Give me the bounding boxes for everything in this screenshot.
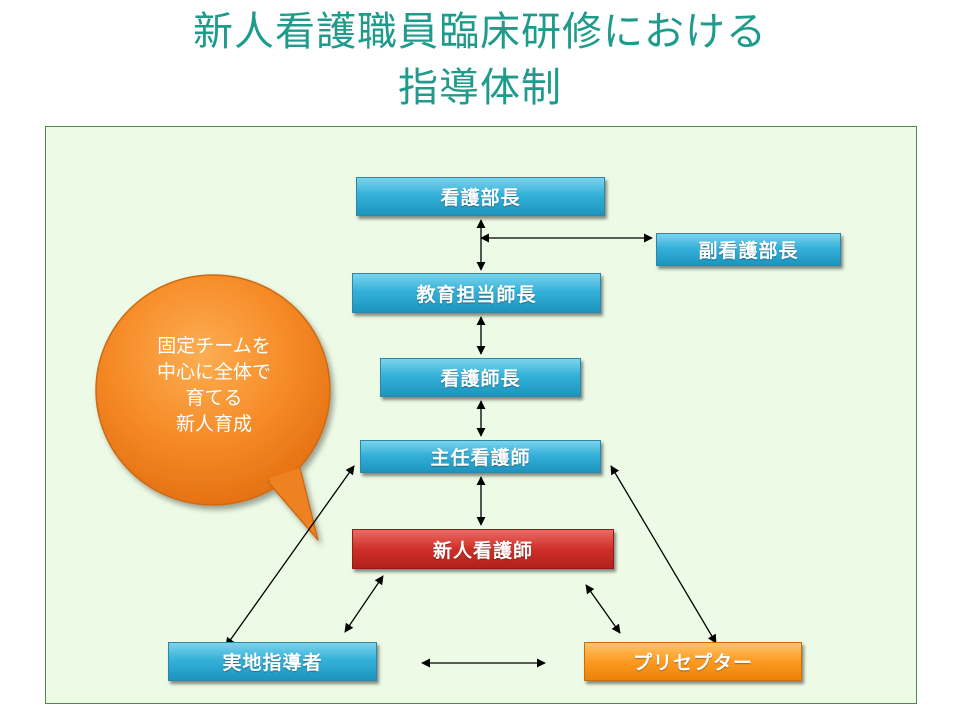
callout-line-3: 育てる bbox=[185, 387, 243, 409]
node-preceptor: プリセプター bbox=[584, 642, 802, 681]
node-nursing-director: 看護部長 bbox=[356, 177, 605, 216]
node-education-head-nurse: 教育担当師長 bbox=[352, 273, 601, 313]
diagram-title-line-2: 指導体制 bbox=[398, 65, 562, 111]
callout-text: 固定チームを 中心に全体で 育てる 新人育成 bbox=[130, 333, 298, 437]
node-chief-nurse: 主任看護師 bbox=[360, 440, 601, 473]
node-head-nurse: 看護師長 bbox=[380, 358, 581, 397]
callout-line-2: 中心に全体で bbox=[156, 361, 271, 383]
node-new-nurse: 新人看護師 bbox=[352, 529, 614, 569]
callout-line-4: 新人育成 bbox=[175, 413, 252, 435]
diagram-title-line-1: 新人看護職員臨床研修における bbox=[193, 9, 767, 55]
node-practical-instructor: 実地指導者 bbox=[168, 642, 377, 681]
node-deputy-nursing-director: 副看護部長 bbox=[656, 233, 841, 266]
callout-line-1: 固定チームを bbox=[157, 335, 271, 357]
